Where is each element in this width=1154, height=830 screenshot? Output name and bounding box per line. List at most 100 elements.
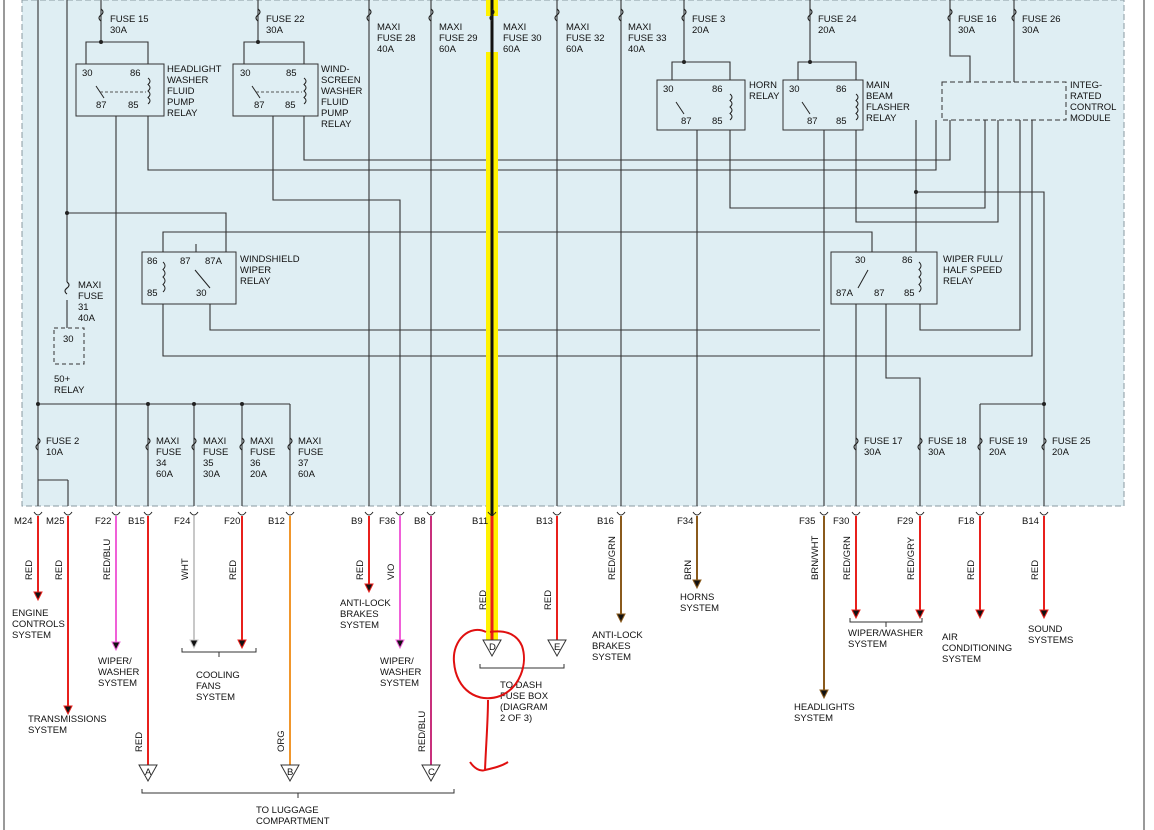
wire	[162, 120, 1033, 357]
pin-label: 85	[128, 100, 139, 111]
pin-label: 86	[836, 84, 847, 95]
pin-label: 86	[712, 84, 723, 95]
wire	[810, 61, 857, 80]
horn-relay	[656, 79, 746, 131]
dest-dash-fuse-box: 2 OF 3)	[500, 713, 532, 724]
relay-name-windscreen-washer: PUMP	[321, 108, 348, 119]
dest-dash-fuse-box: (DIAGRAM	[500, 702, 548, 713]
output-arrow	[237, 639, 247, 650]
pin-label: 87	[180, 256, 191, 267]
wiper-speed-relay	[830, 251, 938, 305]
fuse-top-label: FUSE 3	[692, 14, 725, 25]
connector-id: B13	[536, 516, 553, 527]
wire	[915, 120, 1045, 506]
fuse-top-symbol	[255, 8, 261, 22]
fuse-top-rating: 20A	[818, 25, 836, 36]
wire-color-label: RED	[54, 560, 65, 580]
wire	[797, 0, 811, 80]
relay-name-headlight-washer: PUMP	[167, 97, 194, 108]
connector-id: B11	[472, 516, 488, 527]
pin-label: 85	[836, 116, 847, 127]
fuse-top-symbol	[947, 8, 953, 22]
fuse-top-symbol	[1011, 8, 1017, 22]
dest-wiper-washer-mid: WASHER	[380, 667, 421, 678]
dest-anti-lock-right: ANTI-LOCK	[592, 630, 643, 641]
fuse-top-rating: 30A	[266, 25, 284, 36]
connector-id: M25	[46, 516, 64, 527]
maxi-31-label: 31	[78, 302, 89, 313]
dest-anti-lock-right: BRAKES	[592, 641, 631, 652]
dest-dash-fuse-box: FUSE BOX	[500, 691, 549, 702]
connector-id: F18	[958, 516, 974, 527]
connector-pin	[285, 511, 295, 516]
relay-name-windscreen-washer: SCREEN	[321, 75, 361, 86]
connector-id: F36	[379, 516, 395, 527]
connector-id: F30	[833, 516, 849, 527]
fuse-bottom-symbol	[239, 437, 245, 451]
connector-id: F29	[897, 516, 913, 527]
connector-id: F20	[224, 516, 240, 527]
wire	[272, 116, 401, 506]
wire-color-label: RED	[24, 560, 35, 580]
dest-engine-controls: SYSTEM	[12, 630, 51, 641]
fuse-bottom-label: 37	[298, 458, 309, 469]
fuse-top-rating: 60A	[566, 44, 584, 55]
wire-color-label: WHT	[180, 558, 191, 580]
connector-pin	[364, 511, 374, 516]
connector-pin	[63, 511, 73, 516]
fuse-top-symbol	[428, 8, 434, 22]
pin-label: 87	[254, 100, 265, 111]
dest-anti-lock-left: SYSTEM	[340, 620, 379, 631]
connector-id: B8	[414, 516, 426, 527]
dest-wiper-washer-right: SYSTEM	[848, 639, 887, 650]
maxi-31-label: MAXI	[78, 280, 101, 291]
maxi-31-label: FUSE	[78, 291, 103, 302]
output-arrow	[1039, 609, 1049, 620]
output-arrow	[395, 639, 405, 650]
relay-name-horn: RELAY	[749, 91, 780, 102]
junction-dot	[240, 402, 244, 406]
fuse-bottom-rating: 60A	[156, 469, 174, 480]
relay-name-main-beam: MAIN	[866, 80, 890, 91]
junction-dot	[682, 60, 686, 64]
dest-wiper-washer-right: WIPER/WASHER	[848, 628, 923, 639]
wire-color-label: RED/GRY	[906, 536, 917, 580]
relay-name-headlight-washer: HEADLIGHT	[167, 64, 222, 75]
connector-pin	[426, 511, 436, 516]
wiper-speed-coil	[918, 261, 922, 293]
fuse-bottom-symbol	[145, 437, 151, 451]
output-arrow	[915, 609, 925, 620]
relay-name-icm: INTEG-	[1070, 80, 1102, 91]
pin-label: 30	[82, 68, 93, 79]
fuse-bottom-label: MAXI	[250, 436, 273, 447]
wire	[684, 61, 731, 80]
fuse-bottom-label: FUSE	[203, 447, 228, 458]
bracket-cooling-fans	[181, 648, 257, 653]
pin-label: 30	[855, 255, 866, 266]
wire	[919, 120, 1021, 331]
relay-name-windscreen-washer: FLUID	[321, 97, 349, 108]
pin-label: 85	[285, 100, 296, 111]
pin-label: 30	[663, 84, 674, 95]
wire-color-label: RED	[966, 560, 977, 580]
relay-name-horn: HORN	[749, 80, 777, 91]
fuse-bottom-rating: 10A	[46, 447, 64, 458]
maxi-31-symbol	[64, 281, 70, 295]
fuse-top-label: MAXI	[566, 22, 589, 33]
pin-label: 30	[63, 334, 74, 345]
pin-label: 87	[96, 100, 107, 111]
relay-name-main-beam: BEAM	[866, 91, 893, 102]
fuse-bottom-label: FUSE 2	[46, 436, 79, 447]
junction-dot	[65, 211, 69, 215]
fuse-bottom-label: MAXI	[156, 436, 179, 447]
fuse-top-label: MAXI	[439, 22, 462, 33]
windscreen-washer-relay	[232, 63, 319, 117]
fuse-top-label: FUSE 26	[1022, 14, 1061, 25]
pin-label: 87A	[836, 288, 854, 299]
connector-pin	[616, 511, 626, 516]
connector-id: M24	[14, 516, 32, 527]
connector-pin	[189, 511, 199, 516]
relay-name-icm: MODULE	[1070, 113, 1111, 124]
pin-label: 86	[902, 255, 913, 266]
dest-transmissions: TRANSMISSIONS	[28, 714, 107, 725]
